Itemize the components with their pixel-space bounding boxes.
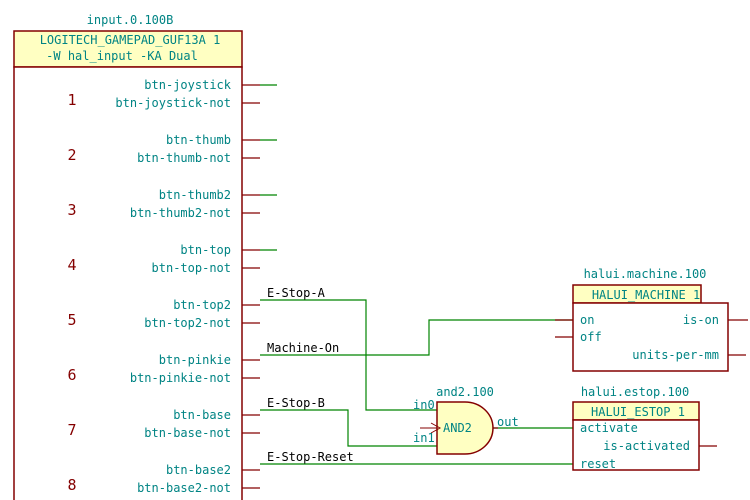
- wire-machine-on[interactable]: [260, 319, 573, 356]
- gamepad-pin-label: btn-thumb2: [159, 188, 231, 202]
- wire-estop-b[interactable]: [260, 409, 437, 447]
- net-label-machine-on: Machine-On: [267, 341, 339, 355]
- gamepad-unit-number: 7: [67, 421, 76, 439]
- gamepad-pin-label: btn-pinkie-not: [130, 371, 231, 385]
- estop-pin-is-activated-label: is-activated: [603, 439, 690, 453]
- and-gate-component[interactable]: and2.100 in0 in1 out AND2: [413, 385, 519, 455]
- gamepad-unit-number: 5: [67, 311, 76, 329]
- gamepad-pin-label: btn-joystick-not: [115, 96, 231, 110]
- gamepad-pin-label: btn-pinkie: [159, 353, 231, 367]
- gamepad-unit-number: 8: [67, 476, 76, 494]
- estop-pin-activate-label: activate: [580, 421, 638, 435]
- gamepad-unit-number: 2: [67, 146, 76, 164]
- gamepad-pin-label: btn-top-not: [152, 261, 231, 275]
- estop-pin-reset-label: reset: [580, 457, 616, 471]
- net-label-estop-reset: E-Stop-Reset: [267, 450, 354, 464]
- gamepad-unit-number: 1: [67, 91, 76, 109]
- gamepad-unit-numbers: 1 2 3 4 5 6 7 8: [67, 91, 76, 494]
- and-gate-in1-label: in1: [413, 431, 435, 445]
- gamepad-ref: input.0.100B: [87, 13, 174, 27]
- gamepad-pin-label: btn-thumb-not: [137, 151, 231, 165]
- gamepad-pin-label: btn-base2: [166, 463, 231, 477]
- gamepad-unit-number: 6: [67, 366, 76, 384]
- gamepad-body: [13, 66, 243, 500]
- machine-body: [572, 302, 729, 372]
- machine-pin-on-label: on: [580, 313, 594, 327]
- gamepad-title-box: [13, 30, 243, 68]
- estop-ref: halui.estop.100: [581, 385, 689, 399]
- gamepad-pin-label: btn-thumb: [166, 133, 231, 147]
- halui-machine-component[interactable]: halui.machine.100 HALUI_MACHINE 1 on off…: [555, 267, 748, 372]
- gamepad-pin-label: btn-top: [180, 243, 231, 257]
- machine-pin-is-on-label: is-on: [683, 313, 719, 327]
- gamepad-pin-label: btn-top2: [173, 298, 231, 312]
- gamepad-name: LOGITECH_GAMEPAD_GUF13A 1: [40, 33, 221, 47]
- gamepad-component[interactable]: input.0.100B LOGITECH_GAMEPAD_GUF13A 1 -…: [13, 13, 277, 500]
- halui-estop-component[interactable]: halui.estop.100 HALUI_ESTOP 1 activate r…: [572, 385, 717, 471]
- and-gate-label: AND2: [443, 421, 472, 435]
- and-gate-out-label: out: [497, 415, 519, 429]
- net-label-estop-a: E-Stop-A: [267, 286, 326, 300]
- gamepad-pin-label: btn-thumb2-not: [130, 206, 231, 220]
- gamepad-pin-label: btn-base: [173, 408, 231, 422]
- and-gate-in0-label: in0: [413, 398, 435, 412]
- estop-body: [572, 419, 700, 471]
- machine-name: HALUI_MACHINE 1: [592, 288, 700, 302]
- and-gate-body: [436, 401, 494, 455]
- machine-pin-off-label: off: [580, 330, 602, 344]
- net-labels: E-Stop-A Machine-On E-Stop-B E-Stop-Rese…: [267, 286, 354, 464]
- gamepad-pin-label: btn-joystick: [144, 78, 231, 92]
- machine-pin-units-label: units-per-mm: [632, 348, 719, 362]
- machine-ref: halui.machine.100: [584, 267, 707, 281]
- estop-name: HALUI_ESTOP 1: [591, 405, 685, 419]
- gamepad-pin-label: btn-base-not: [144, 426, 231, 440]
- net-label-estop-b: E-Stop-B: [267, 396, 325, 410]
- gamepad-unit-number: 3: [67, 201, 76, 219]
- and-gate-clock-arrow: [430, 422, 442, 434]
- gamepad-args: -W hal_input -KA Dual: [46, 49, 198, 63]
- gamepad-pins: btn-joystick btn-joystick-not btn-thumb btn…: [115, 78, 277, 495]
- gamepad-pin-label: btn-top2-not: [144, 316, 231, 330]
- and-gate-ref: and2.100: [436, 385, 494, 399]
- gamepad-pin-label: btn-base2-not: [137, 481, 231, 495]
- wires: [260, 299, 573, 465]
- gamepad-unit-number: 4: [67, 256, 76, 274]
